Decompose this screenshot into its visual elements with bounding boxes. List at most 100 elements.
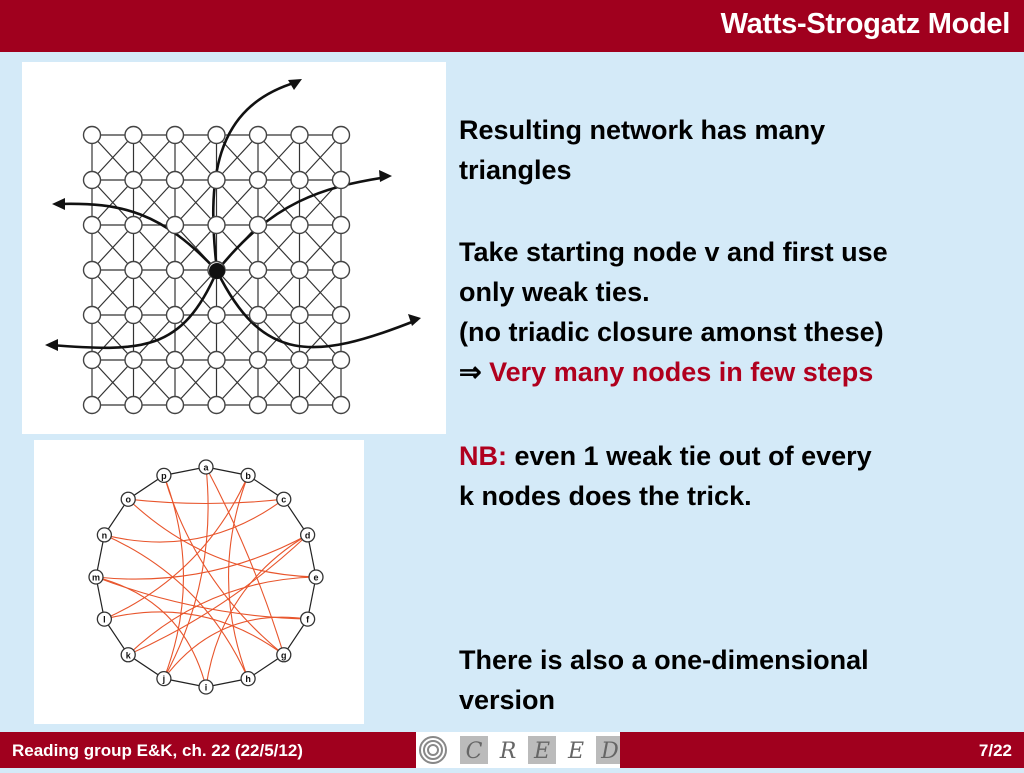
arrowhead [52, 198, 65, 210]
lattice-edge [133, 224, 176, 271]
paragraph-triangles: Resulting network has many triangles [459, 110, 1015, 190]
lattice-node [331, 170, 351, 190]
paragraph-weak-ties: Take starting node v and first use only … [459, 232, 1015, 392]
footer-left: Reading group E&K, ch. 22 (22/5/12) [0, 732, 416, 768]
lattice-node [207, 395, 226, 415]
lattice-node [165, 260, 185, 280]
lattice-edge [174, 179, 217, 226]
ring-node [240, 467, 256, 484]
ring-node-label: f [306, 615, 310, 625]
logo-tile [562, 736, 590, 764]
long-range-edge [163, 466, 209, 679]
lattice-edge [299, 269, 342, 316]
lattice-node [248, 170, 268, 190]
ring-node [88, 569, 104, 585]
long-range-edge [104, 611, 285, 656]
text-line: There is also a one-dimensional [459, 645, 869, 675]
lattice-edge [257, 179, 300, 226]
ring-node-label: h [245, 674, 251, 684]
lattice-node [207, 350, 226, 370]
lattice-node [82, 215, 102, 235]
lattice-node [290, 305, 309, 325]
ring-node-label: c [281, 495, 286, 505]
lattice-edge [299, 134, 342, 181]
lattice-edge [91, 134, 134, 181]
lattice-edge [257, 224, 300, 271]
title-bar: Watts-Strogatz Model [0, 0, 1024, 52]
long-range-path [56, 202, 218, 272]
ring-node-label: n [102, 530, 108, 540]
ring-node [120, 647, 136, 663]
lattice-node [331, 350, 351, 370]
logo-letter: C [466, 739, 483, 764]
page-number: 7/22 [978, 741, 1012, 760]
lattice-node [124, 170, 143, 190]
lattice-edge [174, 359, 217, 406]
lattice-node [124, 350, 143, 370]
long-range-edge [104, 534, 249, 679]
logo-letter: E [567, 739, 584, 764]
long-range-edge [127, 534, 309, 656]
lattice-node [248, 305, 268, 325]
implication-text: Very many nodes in few steps [489, 357, 874, 387]
lattice-edge [133, 314, 176, 361]
lattice-node [82, 350, 102, 370]
long-range-edge [104, 475, 249, 620]
lattice-edge [91, 269, 134, 316]
ring-node-label: g [281, 650, 287, 660]
lattice-node [124, 395, 143, 415]
lattice-edge [299, 314, 342, 361]
logo-tile [494, 736, 522, 764]
ring-node [276, 647, 292, 663]
logo-tile [528, 736, 556, 764]
slide-title: Watts-Strogatz Model [720, 8, 1011, 40]
lattice-edge [216, 134, 259, 181]
lattice-node [248, 215, 268, 235]
long-range-edge [205, 534, 308, 688]
lattice-edge [257, 134, 300, 181]
ring-node [96, 527, 113, 543]
ring-node-label: k [126, 650, 132, 660]
lattice-node [82, 125, 102, 145]
logo-letter: D [600, 739, 619, 764]
long-range-edge [127, 573, 317, 656]
long-range-path [215, 175, 388, 272]
long-range-edge [228, 475, 249, 679]
lattice-node [290, 350, 309, 370]
ring-node [96, 611, 113, 627]
text-line: Resulting network has many [459, 115, 826, 145]
ring-node-label: b [245, 471, 251, 481]
ring-node [198, 459, 214, 475]
lattice-edge [133, 269, 176, 316]
lattice-node [290, 215, 309, 235]
lattice-node [207, 170, 226, 190]
ring-node [156, 670, 172, 687]
nb-label: NB: [459, 441, 507, 471]
lattice-node [207, 305, 226, 325]
lattice-edge [299, 359, 342, 406]
lattice-edge [299, 224, 342, 271]
lattice-node [165, 350, 185, 370]
paragraph-one-dimensional: There is also a one-dimensional version [459, 640, 1015, 720]
ring-node-label: p [161, 471, 167, 481]
arrowhead [408, 314, 421, 326]
ring-node [240, 670, 256, 687]
lattice-node [165, 305, 185, 325]
lattice-edge [174, 134, 217, 181]
text-line: Take starting node v and first use [459, 237, 888, 267]
logo-tile [460, 736, 488, 764]
long-range-edge [128, 496, 284, 505]
ring-node [120, 491, 136, 507]
arrowhead [288, 79, 302, 90]
arrowhead [379, 170, 392, 182]
lattice-edge [174, 269, 217, 316]
text-line: only weak ties. [459, 277, 650, 307]
arrowhead [45, 339, 58, 351]
lattice-node [124, 260, 143, 280]
long-range-edge [127, 498, 317, 578]
lattice-edge [133, 359, 176, 406]
ring-node-label: i [205, 683, 208, 693]
lattice-node [290, 395, 309, 415]
